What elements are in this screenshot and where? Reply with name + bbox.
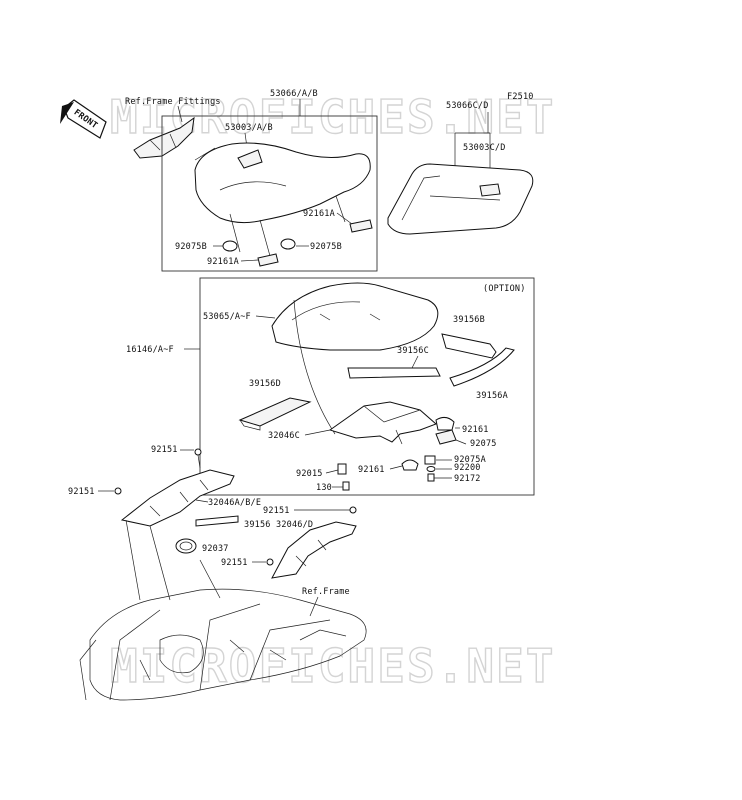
label-39156b: 39156B [453, 315, 485, 325]
label-39156c: 39156C [397, 346, 429, 356]
label-39156d: 39156D [249, 379, 281, 389]
bracket-32046c [328, 401, 437, 445]
label-53066ab: 53066/A/B [270, 89, 318, 99]
rear-frame-part [79, 519, 367, 701]
label-92161-2: 92161 [358, 465, 385, 475]
label-92151-1: 92151 [151, 445, 178, 455]
label-53003cd: 53003C/D [463, 143, 506, 153]
pad-39156 [195, 515, 239, 527]
bolt-92151-right [349, 506, 357, 514]
pad-39156d [238, 397, 312, 431]
label-92151-2: 92151 [68, 487, 95, 497]
label-92075a: 92075A [454, 455, 486, 465]
label-92151-3: 92151 [263, 506, 290, 516]
label-53065: 53065/A~F [203, 312, 251, 322]
label-92151-4: 92151 [221, 558, 248, 568]
label-130: 130 [316, 483, 332, 493]
collar-92015 [337, 463, 347, 475]
pad-39156c [347, 367, 441, 379]
label-92161a-2: 92161A [207, 257, 239, 267]
label-92200: 92200 [454, 463, 481, 473]
label-39156: 39156 [244, 520, 271, 530]
clamp-92037 [175, 538, 197, 554]
label-53066cd: 53066C/D [446, 101, 489, 111]
ref-frame-fitting-bracket [133, 116, 195, 159]
label-92161-1: 92161 [462, 425, 489, 435]
cap-92161-left [401, 459, 419, 471]
label-32046abe: 32046A/B/E [208, 498, 261, 508]
watermark-bottom: MICROFICHES.NET [110, 639, 555, 693]
pad-39156b [441, 333, 497, 359]
grommet-92075b-left [222, 240, 238, 252]
bolt-130 [342, 481, 350, 491]
grommet-92075a [424, 455, 436, 465]
seat-cowl-part [271, 282, 439, 351]
washer-92200 [426, 466, 436, 472]
label-32046c: 32046C [268, 431, 300, 441]
pad-39156a [449, 347, 515, 387]
front-seat-box [161, 115, 378, 272]
label-92075b-2: 92075B [310, 242, 342, 252]
label-92075: 92075 [470, 439, 497, 449]
block-92075 [435, 429, 457, 445]
front-seat-part [194, 142, 371, 257]
label-92161a-1: 92161A [303, 209, 335, 219]
label-ref-frame-fittings: Ref.Frame Fittings [125, 97, 221, 107]
option-box [199, 277, 535, 496]
rear-seat-part [387, 163, 534, 235]
label-ref-frame: Ref.Frame [302, 587, 350, 597]
front-arrow-icon: FRONT [60, 99, 107, 139]
bracket-32046d [271, 521, 357, 579]
label-92075b-1: 92075B [175, 242, 207, 252]
bolt-92151-left [114, 487, 122, 495]
label-92172: 92172 [454, 474, 481, 484]
bracket-92161a-right [349, 219, 373, 233]
diagram-id: F2510 [507, 92, 534, 102]
bracket-32046abe [120, 469, 235, 527]
label-32046d: 32046/D [276, 520, 313, 530]
option-label: (OPTION) [483, 284, 526, 294]
cap-92161-right [435, 416, 455, 431]
label-92015: 92015 [296, 469, 323, 479]
bolt-92172 [427, 473, 435, 482]
bolt-92151-bottom [266, 558, 274, 566]
label-53003ab: 53003/A/B [225, 123, 273, 133]
label-16146: 16146/A~F [126, 345, 174, 355]
bolt-92151-top [194, 448, 202, 469]
grommet-92075b-right [280, 238, 296, 250]
label-92037: 92037 [202, 544, 229, 554]
bracket-92161a-bottom [257, 253, 279, 267]
label-39156a: 39156A [476, 391, 508, 401]
